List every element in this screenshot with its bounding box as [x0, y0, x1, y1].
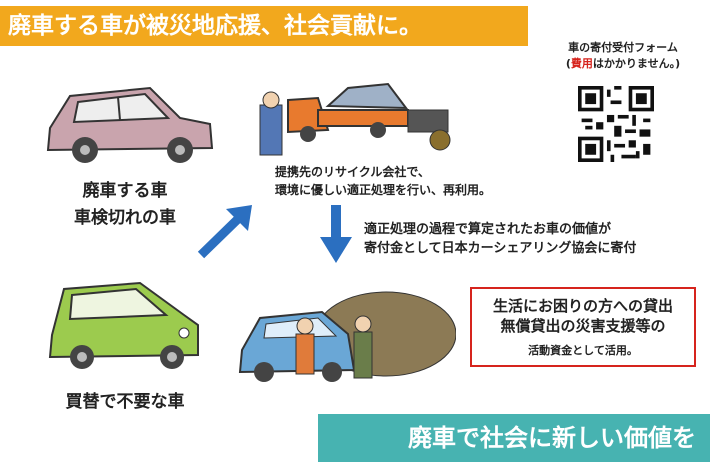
donation-line1: 適正処理の過程で算定されたお車の価値が — [364, 222, 612, 237]
qr-caption: 車の寄付受付フォーム (費用はかかりません。) — [548, 40, 698, 72]
arrow-down-icon — [320, 205, 352, 263]
qr-caption-line1: 車の寄付受付フォーム — [568, 41, 678, 54]
support-line3: 活動資金として活用。 — [528, 344, 638, 357]
recycle-line2: 環境に優しい適正処理を行い、再利用。 — [275, 183, 492, 197]
label-replace-car: 買替で不要な車 — [65, 392, 185, 412]
qr-code-icon[interactable] — [578, 86, 654, 162]
support-line2: 無償貸出の災害支援等の — [500, 317, 666, 335]
qr-caption-rest: はかかりません。 — [592, 57, 676, 70]
scrap-car-illustration — [46, 86, 214, 163]
recycle-line1: 提携先のリサイクル会社で、 — [275, 165, 430, 179]
header-title: 廃車する車が被災地応援、社会貢献に。 — [8, 13, 422, 39]
label-inspection-expired: 車検切れの車 — [74, 208, 176, 228]
footer-banner: 廃車で社会に新しい価値を — [318, 414, 710, 462]
arrow-up-right-icon — [197, 205, 252, 259]
support-line1: 生活にお困りの方への貸出 — [492, 297, 673, 315]
qr-caption-line2: (費用はかかりません。) — [565, 57, 681, 70]
green-car-illustration — [48, 281, 199, 369]
support-box: 生活にお困りの方への貸出 無償貸出の災害支援等の 活動資金として活用。 — [470, 287, 696, 367]
donation-line2: 寄付金として日本カーシェアリング協会に寄付 — [364, 241, 637, 256]
recycle-text: 提携先のリサイクル会社で、 環境に優しい適正処理を行い、再利用。 — [275, 163, 491, 199]
donation-text: 適正処理の過程で算定されたお車の価値が 寄付金として日本カーシェアリング協会に寄… — [364, 220, 636, 258]
header-banner: 廃車する車が被災地応援、社会貢献に。 — [0, 6, 528, 46]
label-scrap-car: 廃車する車 — [82, 181, 168, 201]
qr-caption-fee: 費用 — [570, 57, 593, 70]
disaster-support-illustration — [238, 291, 456, 382]
footer-tagline: 廃車で社会に新しい価値を — [408, 424, 696, 452]
tow-truck-illustration — [259, 82, 451, 156]
